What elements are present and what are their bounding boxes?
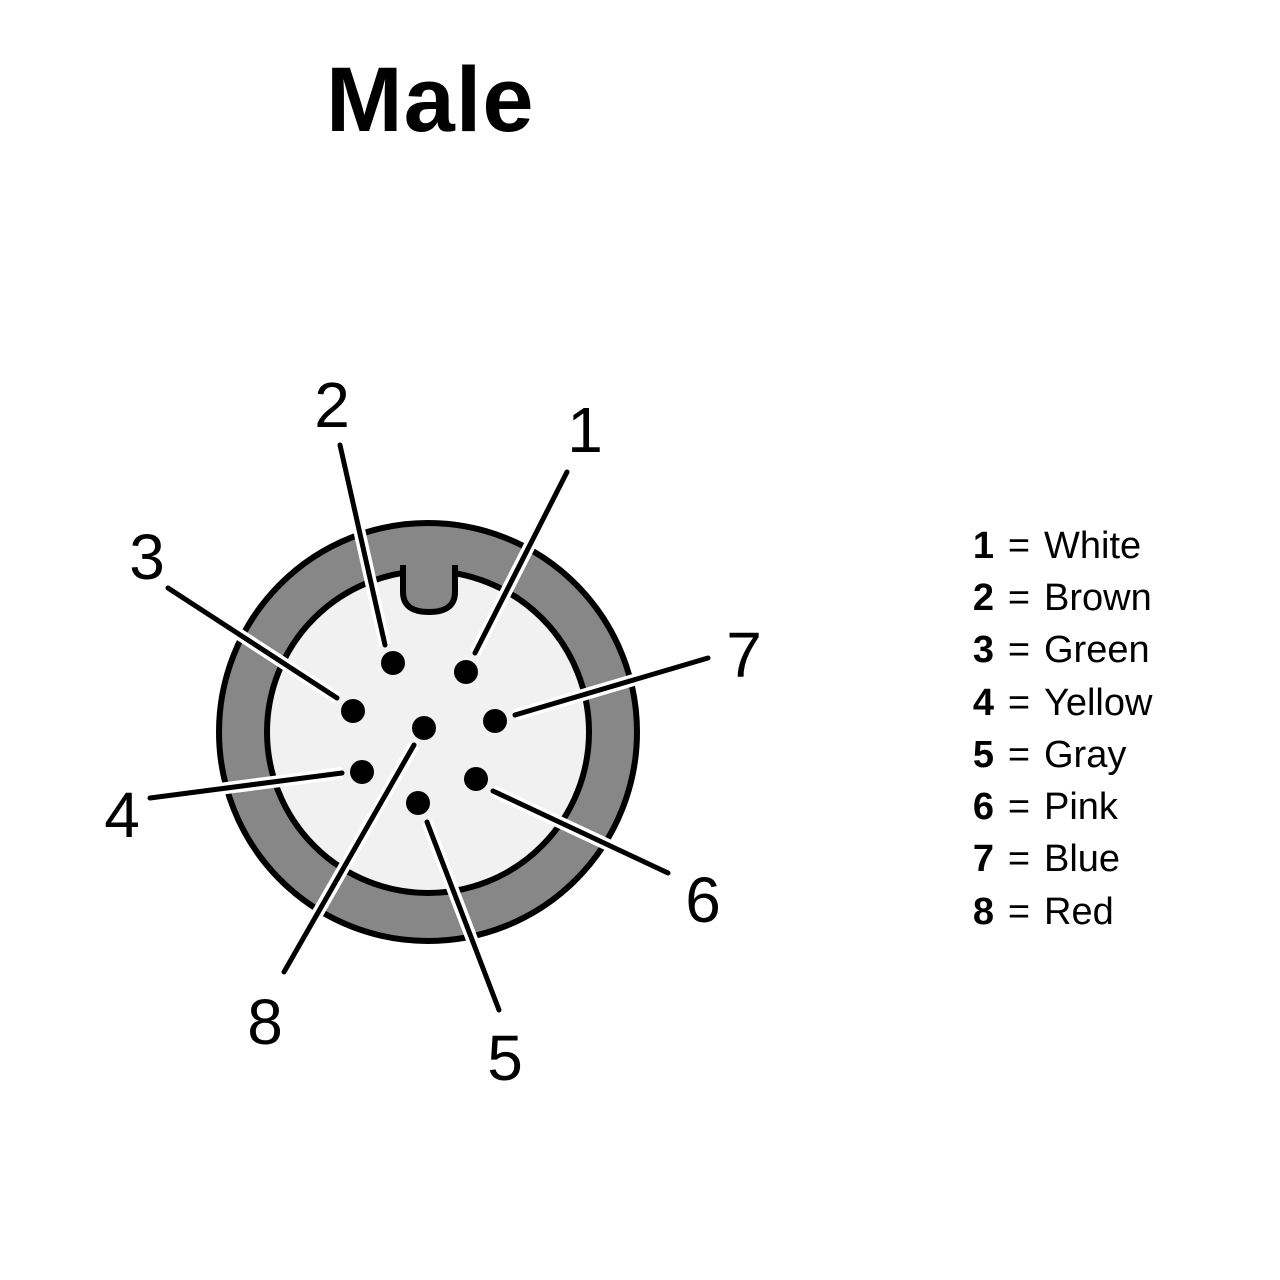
legend-row-8: 8 = Red	[966, 886, 1152, 938]
pin-4	[350, 760, 374, 784]
legend-pin-number: 7	[972, 838, 994, 881]
legend-pin-number: 3	[972, 629, 994, 672]
legend-color: Pink	[1044, 786, 1118, 829]
legend-row-5: 5 = Gray	[966, 729, 1152, 781]
pin-label-6: 6	[685, 864, 721, 936]
legend-equals: =	[1007, 524, 1031, 567]
leader-line-pin-3	[165, 585, 340, 701]
leader-line-pin-7	[512, 655, 711, 718]
leader-line-pin-2	[337, 442, 388, 648]
legend-row-1: 1 = White	[966, 520, 1152, 572]
pin-1	[454, 660, 478, 684]
legend-equals: =	[1007, 786, 1031, 829]
pin-label-8: 8	[247, 986, 283, 1058]
leader-line-pin-4	[147, 770, 345, 801]
legend-pin-number: 8	[972, 890, 994, 933]
pin-color-legend: 1=White 2=Brown 3=Green 4=Yellow 5=Gray …	[966, 520, 1153, 938]
legend-row-6: 6 = Pink	[966, 781, 1152, 833]
legend-row-4: 4 = Yellow	[966, 677, 1153, 729]
legend-row-2: 2 = Brown	[966, 572, 1152, 624]
legend-pin-number: 5	[972, 733, 994, 776]
legend-pin-number: 1	[972, 524, 994, 567]
leader-line-pin-8	[281, 742, 417, 975]
legend-row-7: 7 = Blue	[966, 834, 1152, 886]
pin-label-3: 3	[129, 521, 165, 593]
legend-equals: =	[1007, 733, 1031, 776]
pin-label-4: 4	[104, 779, 140, 851]
legend-equals: =	[1007, 629, 1031, 672]
legend-equals: =	[1007, 576, 1031, 619]
legend-pin-number: 6	[972, 786, 994, 829]
pin-7	[483, 709, 507, 733]
pin-2	[381, 651, 405, 675]
legend-color: Green	[1044, 629, 1150, 672]
legend-equals: =	[1007, 838, 1031, 881]
legend-row-3: 3 = Green	[966, 625, 1152, 677]
legend-color: Red	[1044, 890, 1114, 933]
pin-label-5: 5	[487, 1022, 523, 1094]
leader-line-pin-1	[472, 469, 570, 656]
legend-equals: =	[1007, 681, 1031, 724]
diagram-title: Male	[326, 49, 535, 151]
legend-equals: =	[1007, 890, 1031, 933]
legend-color: Blue	[1044, 838, 1121, 881]
pin-label-2: 2	[314, 369, 350, 441]
leader-line-pin-6	[490, 788, 671, 876]
legend-color: Gray	[1044, 733, 1127, 776]
legend-pin-number: 4	[972, 681, 994, 724]
pin-8	[412, 716, 436, 740]
legend-pin-number: 2	[972, 576, 994, 619]
connector-key	[400, 565, 458, 616]
legend-color: Brown	[1044, 576, 1152, 619]
pin-6	[464, 767, 488, 791]
pin-5	[406, 791, 430, 815]
legend-color: Yellow	[1044, 681, 1153, 724]
leader-line-pin-5	[424, 819, 502, 1013]
pin-label-1: 1	[567, 394, 603, 466]
pin-label-7: 7	[726, 619, 762, 691]
legend-color: White	[1044, 524, 1142, 567]
pin-3	[341, 699, 365, 723]
